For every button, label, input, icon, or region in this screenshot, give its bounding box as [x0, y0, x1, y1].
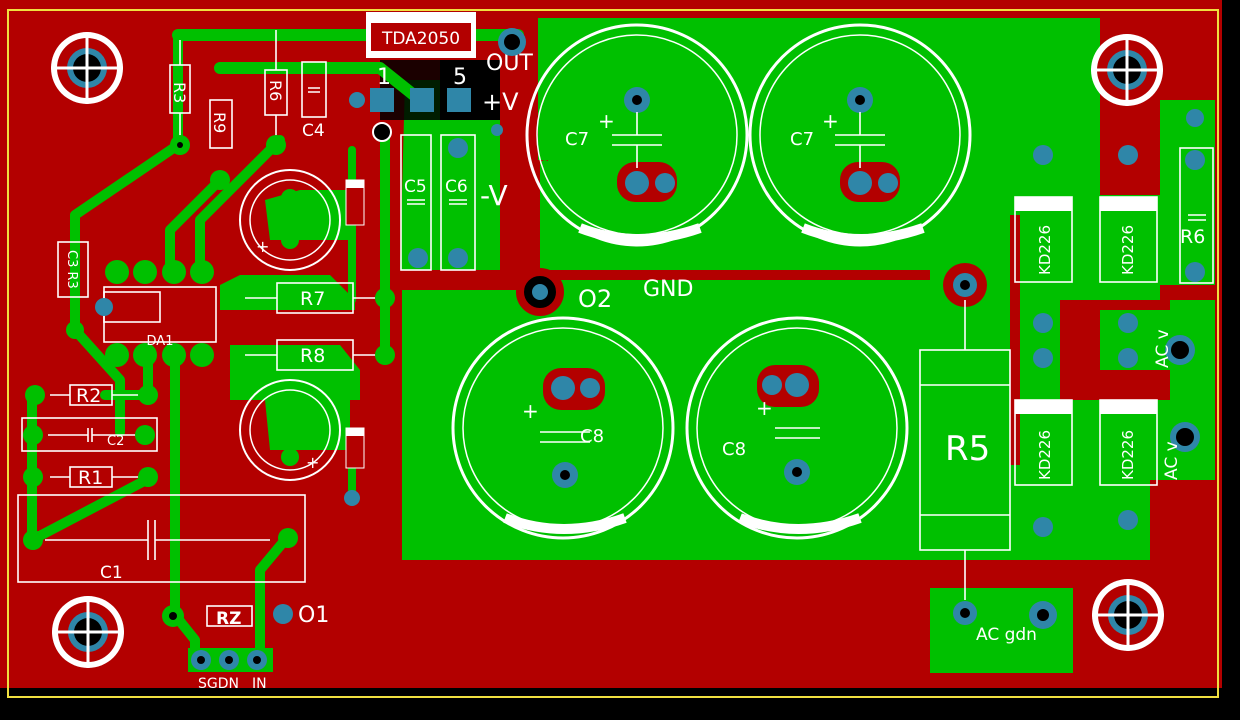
resistor-r2: R2 [25, 384, 158, 407]
o1-label: O1 [298, 603, 329, 628]
rz-label: RZ [216, 609, 241, 629]
resistor-r6-right: R6 [1179, 147, 1214, 284]
capacitor-c2: C2 [21, 417, 158, 452]
capacitor-c6: C6 [440, 134, 476, 271]
capacitor-small-electrolytic-top: + [239, 169, 341, 271]
resistor-r3: R3 [169, 40, 191, 155]
r8-label: R8 [300, 345, 325, 367]
c7-left-label: C7 [565, 129, 589, 150]
pin1-label: 1 [377, 65, 391, 90]
c4-label: C4 [302, 121, 325, 141]
resistor-r6-left: R6 [264, 30, 288, 155]
plus-label: + [256, 237, 269, 256]
da1-label: DA1 [147, 334, 174, 349]
c2-label: C2 [107, 434, 124, 449]
capacitor-c8-left: C8 + [451, 316, 675, 540]
c7-right-label: C7 [790, 129, 814, 150]
resistor-rz: RZ O1 [162, 603, 329, 629]
ac-v-terminal-2[interactable]: AC v [1162, 422, 1200, 480]
in-label: IN [252, 676, 267, 692]
plus-label: + [522, 399, 539, 423]
plus-label: + [756, 396, 773, 420]
capacitor-c5: C5 [400, 134, 432, 271]
capacitor-c4: C4 [301, 61, 327, 141]
c6-label: C6 [445, 177, 468, 197]
bridge-vias [1033, 109, 1205, 537]
r9-label: R9 [210, 112, 229, 133]
kd4-label: KD226 [1119, 430, 1137, 480]
diode-kd226-4: KD226 [1099, 399, 1158, 486]
kd3-label: KD226 [1036, 430, 1054, 480]
kd2-label: KD226 [1119, 225, 1137, 275]
r6-right-label: R6 [1180, 226, 1205, 248]
mounting-hole-tr [1091, 34, 1163, 106]
r6-left-label: R6 [266, 80, 285, 101]
resistor-r8: R8 [245, 339, 395, 371]
r3-label: R3 [170, 82, 189, 103]
c1-label: C1 [100, 563, 123, 583]
diode-kd226-2: KD226 [1099, 196, 1158, 283]
ac-v-1-label: AC v [1153, 329, 1173, 368]
opamp-da1: DA1 [95, 260, 217, 367]
ac-gdn-terminal[interactable]: AC gdn [953, 601, 1057, 645]
diode-kd226-1: KD226 [1014, 196, 1073, 283]
minus-v-label: -V [480, 179, 508, 212]
kd1-label: KD226 [1036, 225, 1054, 275]
diode-kd226-3: KD226 [1014, 399, 1073, 486]
r1-label: R1 [78, 467, 103, 489]
capacitor-c7-left: C7 + [525, 23, 749, 247]
c3r3-label: C3 R3 [64, 250, 79, 289]
resistor-r1: R1 [23, 466, 158, 489]
r5-label: R5 [945, 429, 990, 469]
resistor-r9: R9 [209, 99, 233, 190]
ac-v-terminal-1[interactable]: AC v [1153, 329, 1195, 368]
mounting-hole-bl [52, 596, 124, 668]
ic-tda2050: TDA2050 1 5 OUT +V -V [349, 12, 533, 212]
gnd-net: O2 GND [516, 268, 693, 316]
mounting-holes [51, 32, 1164, 668]
gnd-label: GND [643, 277, 693, 302]
r7-label: R7 [300, 288, 325, 310]
capacitor-c7-right: C7 + [748, 23, 972, 247]
mounting-hole-tl [51, 32, 123, 104]
ac-gdn-label: AC gdn [976, 625, 1037, 645]
capacitor-c8-right: C8 + [685, 316, 909, 540]
capacitor-c1: C1 [17, 494, 306, 583]
mounting-hole-br [1092, 579, 1164, 651]
c8-left-label: C8 [580, 426, 604, 447]
board-outline [7, 9, 1219, 698]
sgdn-label: SGDN [198, 676, 239, 692]
r2-label: R2 [76, 385, 101, 407]
plus-label: + [598, 109, 615, 133]
c8-right-label: C8 [722, 439, 746, 460]
o2-label: O2 [578, 285, 612, 313]
ic-label: TDA2050 [381, 29, 460, 49]
c5-label: C5 [404, 177, 427, 197]
resistor-c3r3: C3 R3 [57, 241, 89, 339]
ac-v-2-label: AC v [1162, 441, 1182, 480]
pin5-label: 5 [453, 65, 467, 90]
capacitor-small-electrolytic-bottom: + [239, 379, 341, 481]
plus-v-label: +V [482, 88, 519, 116]
plus-label: + [822, 109, 839, 133]
input-connector[interactable]: SGDN IN [188, 648, 273, 692]
resistor-r5: R5 [919, 263, 1011, 600]
plus-label: + [306, 453, 319, 472]
resistor-r7: R7 [245, 282, 395, 314]
diodes-small [344, 179, 365, 506]
